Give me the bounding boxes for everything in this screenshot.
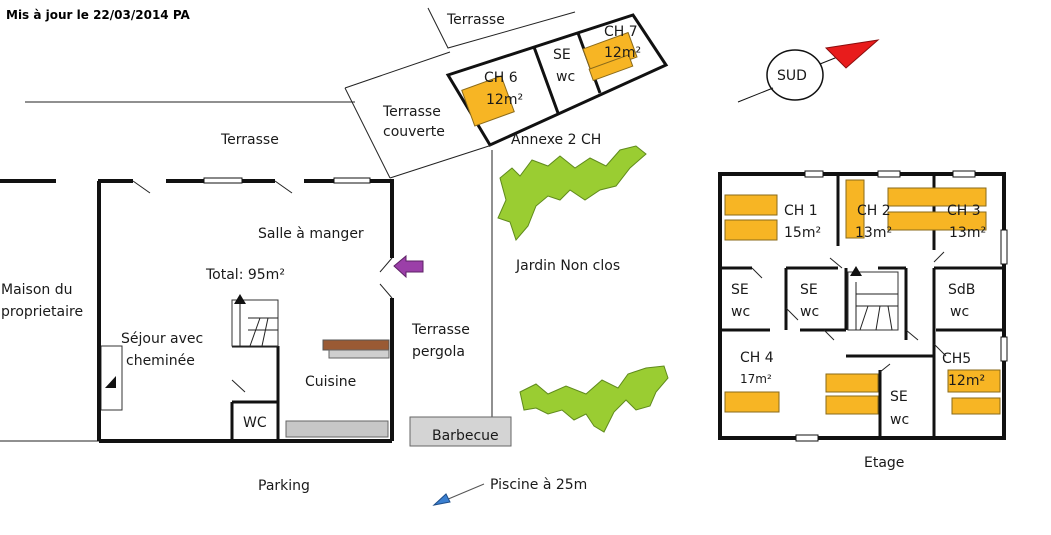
label-se2: SE (800, 282, 818, 298)
bed-ch6 (461, 75, 515, 127)
label-maison-2: proprietaire (1, 304, 83, 320)
label-maison-1: Maison du (1, 282, 73, 298)
label-sejour-1: Séjour avec (121, 331, 203, 347)
label-ch4-area: 17m² (740, 372, 772, 386)
etage-plan (718, 170, 1008, 442)
label-wc-sdb: wc (950, 304, 969, 320)
label-terrasse-top: Terrasse (446, 12, 505, 28)
bed-ch7b (588, 54, 634, 82)
kitchen-bench (285, 420, 389, 438)
label-ch4: CH 4 (740, 350, 774, 366)
label-total: Total: 95m² (205, 267, 285, 283)
label-cuisine: Cuisine (305, 374, 356, 390)
label-ch5-area: 12m² (948, 373, 985, 389)
label-piscine: Piscine à 25m (490, 477, 587, 493)
bush-bottom (519, 365, 669, 433)
bush-top (497, 145, 647, 241)
label-jardin: Jardin Non clos (515, 258, 620, 274)
label-ch1-area: 15m² (784, 225, 821, 241)
label-ch3-area: 13m² (949, 225, 986, 241)
label-terrasse-left: Terrasse (220, 132, 279, 148)
label-ch1: CH 1 (784, 203, 818, 219)
label-wc: WC (243, 415, 267, 431)
update-date: Mis à jour le 22/03/2014 PA (6, 8, 191, 22)
label-terrasse-couverte-1: Terrasse (382, 104, 441, 120)
entrance-arrow-icon (393, 254, 424, 279)
label-ch2: CH 2 (857, 203, 891, 219)
label-ch2-area: 13m² (855, 225, 892, 241)
label-wc2: wc (800, 304, 819, 320)
label-ch6-area: 12m² (486, 92, 523, 108)
label-se1: SE (731, 282, 749, 298)
label-etage: Etage (864, 455, 904, 471)
label-terrasse-pergola-1: Terrasse (411, 322, 470, 338)
label-wc3: wc (890, 412, 909, 428)
label-se3: SE (890, 389, 908, 405)
label-wc-annex: wc (556, 69, 575, 85)
label-barbecue: Barbecue (432, 428, 499, 444)
label-sejour-2: cheminée (126, 353, 195, 369)
label-ch5: CH5 (942, 351, 971, 367)
label-salle-a-manger: Salle à manger (258, 226, 364, 242)
label-sud: SUD (777, 68, 807, 84)
label-terrasse-couverte-2: couverte (383, 124, 445, 140)
barbecue-box (409, 416, 512, 447)
label-ch7: CH 7 (604, 24, 638, 40)
label-wc1: wc (731, 304, 750, 320)
label-ch3: CH 3 (947, 203, 981, 219)
label-annexe: Annexe 2 CH (511, 132, 601, 148)
label-ch6: CH 6 (484, 70, 518, 86)
south-arrow-icon (824, 39, 880, 69)
label-ch7-area: 12m² (604, 45, 641, 61)
piscine-arrow-icon (432, 493, 451, 506)
sud-circle (766, 49, 824, 101)
label-terrasse-pergola-2: pergola (412, 344, 465, 360)
kitchen-counter (322, 339, 390, 351)
label-parking: Parking (258, 478, 310, 494)
annex-building (445, 13, 669, 147)
label-se-annex: SE (553, 47, 571, 63)
label-sdb: SdB (948, 282, 975, 298)
